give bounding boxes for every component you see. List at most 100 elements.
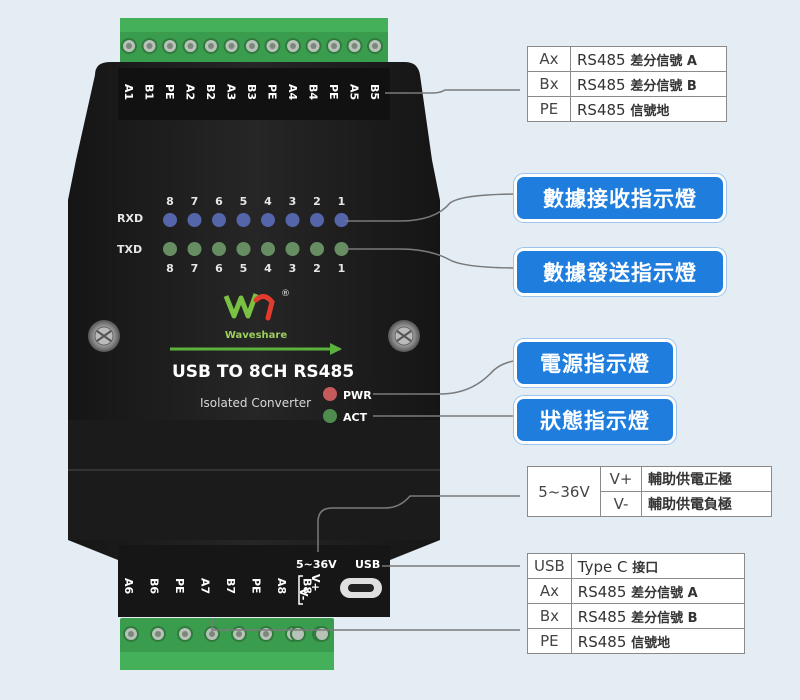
- txd-led: [261, 242, 275, 256]
- terminal-screw: [290, 626, 306, 642]
- rxd-channel-number: 1: [338, 195, 346, 208]
- rxd-channel-number: 6: [215, 195, 223, 208]
- waveshare-logo: ® Waveshare: [223, 289, 290, 341]
- terminal-screw-center: [228, 43, 235, 49]
- pin-key: PE: [527, 628, 572, 654]
- terminal-screw: [314, 626, 330, 642]
- rxd-led: [334, 213, 349, 227]
- txd-channel-number: 4: [264, 262, 272, 275]
- bottom-pin-label: PE: [173, 578, 186, 594]
- terminal-screw-center: [155, 631, 161, 637]
- bottom-pin-label: B7: [224, 578, 237, 594]
- pin-key: PE: [527, 96, 571, 122]
- terminal-screw-center: [208, 43, 214, 49]
- rx-indicator-callout: 數據接收指示燈: [514, 174, 726, 222]
- rxd-channel-number: 8: [166, 195, 174, 208]
- pin-note: 接口: [632, 560, 659, 576]
- txd-led: [187, 242, 202, 256]
- bottom-pin-label: B8: [301, 578, 314, 594]
- top-pin-label: B4: [307, 84, 320, 100]
- pin-key: USB: [527, 553, 572, 579]
- rxd-led: [212, 213, 226, 227]
- top-pin-label: A3: [225, 84, 238, 100]
- txd-led: [334, 242, 349, 256]
- txd-led: [163, 242, 177, 256]
- txd-channel-number: 8: [166, 262, 174, 275]
- product-title: USB TO 8CH RS485: [172, 362, 354, 382]
- tx-indicator-callout: 數據發送指示燈: [514, 248, 726, 296]
- pin-note: 差分信號 B: [631, 610, 698, 626]
- pin-value: RS485: [577, 100, 631, 119]
- power-table: 5~36V V+ 輔助供電正極 V- 輔助供電負極: [527, 466, 772, 517]
- pin-description: RS485 信號地: [570, 96, 727, 122]
- bottom-terminal-block: [120, 618, 334, 670]
- rxd-channel-number: 4: [264, 195, 272, 208]
- power-range-cell: 5~36V: [527, 466, 601, 517]
- pin-key: Bx: [527, 71, 571, 97]
- pin-value: RS485: [577, 50, 631, 69]
- top-terminal-block: [120, 18, 388, 64]
- vplus-label: V+: [309, 574, 322, 592]
- pin-value: RS485: [577, 75, 631, 94]
- right-mount-screw: [388, 320, 420, 352]
- terminal-screw-center: [263, 631, 269, 637]
- pin-key: Bx: [527, 603, 572, 629]
- pin-value: RS485: [577, 632, 632, 651]
- pin-description: RS485 差分信號 A: [570, 578, 746, 604]
- rxd-channel-number: 7: [191, 195, 199, 208]
- rxd-led: [261, 213, 275, 227]
- terminal-screw-center: [310, 43, 317, 49]
- pin-value: RS485: [577, 582, 632, 601]
- top-pin-label: A2: [184, 84, 197, 100]
- terminal-screw-center: [167, 43, 173, 49]
- terminal-screw-center: [290, 43, 296, 49]
- vplus-value: 輔助供電正極: [641, 466, 772, 492]
- terminal-screw-center: [182, 631, 188, 637]
- txd-led: [285, 242, 300, 256]
- rxd-label: RXD: [117, 212, 143, 225]
- terminal-screw-center: [187, 43, 194, 49]
- rxd-channel-number: 5: [240, 195, 248, 208]
- pin-note: 信號地: [630, 103, 670, 119]
- terminal-screw-center: [128, 631, 134, 637]
- act-label: ACT: [343, 411, 368, 424]
- txd-channel-number: 5: [240, 262, 248, 275]
- bottom-pin-label: A6: [122, 578, 135, 595]
- power-indicator-callout: 電源指示燈: [514, 339, 676, 387]
- left-mount-screw: [88, 320, 120, 352]
- rxd-channel-number: 2: [313, 195, 321, 208]
- top-pin-label: PE: [163, 84, 176, 100]
- vminus-label: V-: [297, 588, 310, 600]
- terminal-screw-center: [236, 631, 242, 637]
- rxd-led: [187, 213, 202, 227]
- top-pin-label: B3: [245, 84, 258, 100]
- top-pin-label: A5: [348, 84, 361, 100]
- bottom-pin-label: B6: [148, 578, 161, 594]
- txd-channel-number: 6: [215, 262, 223, 275]
- pwr-label: PWR: [343, 389, 372, 402]
- terminal-screw-center: [126, 43, 132, 49]
- terminal-screw-center: [351, 43, 358, 49]
- rxd-led: [236, 213, 251, 227]
- txd-led: [236, 242, 251, 256]
- rxd-led: [163, 213, 177, 227]
- txd-channel-number: 3: [289, 262, 297, 275]
- pin-description: RS485 差分信號 A: [570, 46, 727, 72]
- terminal-screw-center: [372, 43, 378, 49]
- power-range-label: 5~36V: [296, 558, 337, 571]
- pin-note: 差分信號 B: [630, 78, 697, 94]
- vminus-key: V-: [600, 491, 642, 517]
- pin-description: RS485 差分信號 B: [570, 71, 727, 97]
- device-body: [68, 62, 440, 617]
- top-pin-label: B5: [368, 84, 381, 100]
- pin-note: 差分信號 A: [630, 53, 697, 69]
- top-pin-label: B2: [204, 84, 217, 100]
- pin-description: RS485 信號地: [570, 628, 746, 654]
